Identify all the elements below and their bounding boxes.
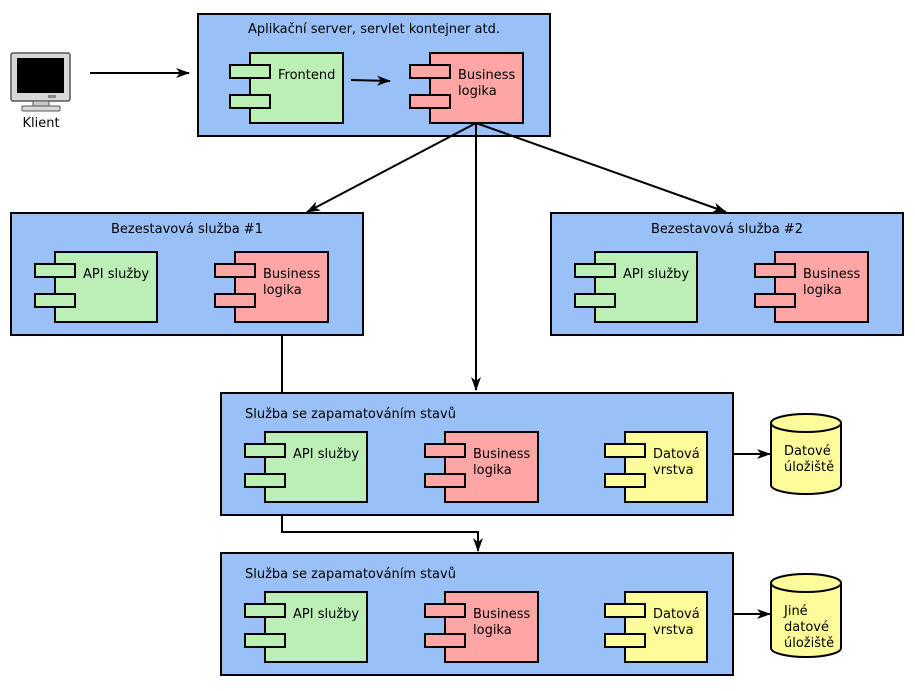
stateful-2-api-component: API služby [244,591,368,663]
stateless-1-api-component: API služby [34,251,158,323]
stateless-2-business-component-label-line: logika [803,283,842,298]
stateful-2-api-component-label-line: API služby [293,607,359,622]
stateful-1-business-component-label-line: logika [473,463,512,478]
frontend-component-label: Frontend [278,68,335,83]
monitor-icon [10,52,71,112]
stateless-service-1-title: Bezestavová služba #1 [111,222,263,237]
stateless-2-api-component-label: API služby [623,267,689,282]
connectors [90,68,771,619]
storage-label-line: Jiné [783,604,808,619]
stateful-service-1-title: Služba se zapamatováním stavů [245,407,456,422]
business-to-stateless-2-arrow [475,122,727,213]
stateful-1-api-component-label-line: API služby [293,447,359,462]
stateful-2-business-component-label-line: Business [473,607,531,622]
stateful-1-api-component-label: API služby [293,447,359,462]
client-node: Klient [10,52,71,131]
stateless-1-api-component-label: API služby [83,267,149,282]
stateless-service-2-title: Bezestavová služba #2 [651,222,803,237]
storage-label-line: úložiště [784,460,834,475]
database-icon [770,573,842,658]
stateless-2-api-component: API služby [574,251,698,323]
app-business-component-label-line: Business [458,68,516,83]
stateful-2-business-component-label-line: logika [473,623,512,638]
stateless-2-api-component-label-line: API služby [623,267,689,282]
stateless-2-business-component-label-line: Business [803,267,861,282]
client-label: Klient [22,116,59,131]
storage-label-line: Datové [784,444,831,459]
frontend-component-label-line: Frontend [278,68,335,83]
app-business-component-label-line: logika [458,84,497,99]
frontend-component: Frontend [229,52,344,124]
stateless-1-api-component-label-line: API služby [83,267,149,282]
stateful-1-data-component-label-line: Datová [653,447,700,462]
stateful-1-to-stateful-2-arrow [281,516,483,552]
storage-label-line: úložiště [784,636,834,651]
stateful-1-api-component: API služby [244,431,368,503]
app-server-title: Aplikační server, servlet kontejner atd. [248,22,500,37]
frontend-to-business-arrow [350,75,391,86]
stateful-1-data-component-label-line: vrstva [653,463,694,478]
stateful-2-data-component-label-line: vrstva [653,623,694,638]
storage-label-line: datové [784,620,829,635]
stateful-1-business-component-label-line: Business [473,447,531,462]
stateful-service-2-title: Služba se zapamatováním stavů [245,567,456,582]
database-icon [770,413,842,495]
stateless-1-business-component-label-line: Business [263,267,321,282]
stateful-2-api-component-label: API služby [293,607,359,622]
stateful-2-data-component-label-line: Datová [653,607,700,622]
business-to-stateless-1-arrow [306,122,477,213]
stateless-1-business-component-label-line: logika [263,283,302,298]
